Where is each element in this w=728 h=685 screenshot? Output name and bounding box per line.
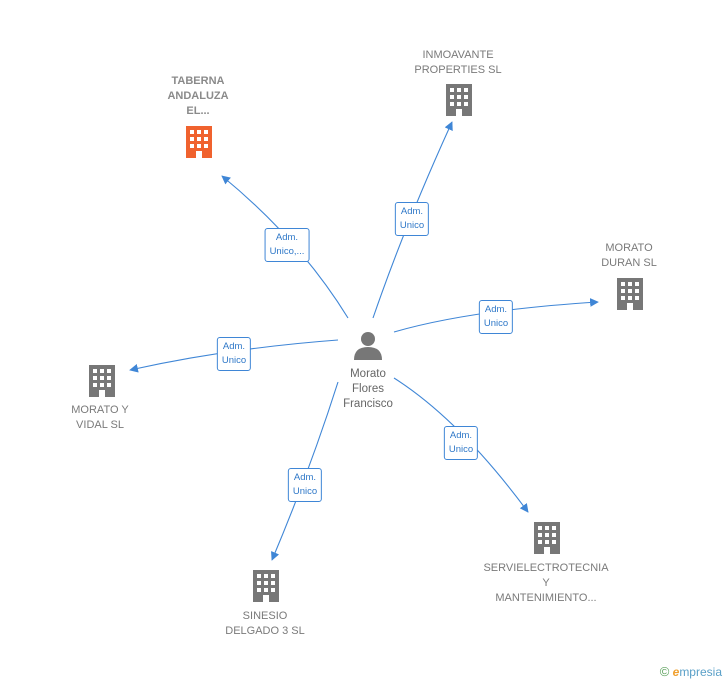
company-label-servielectrotecnia[interactable]: SERVIELECTROTECNIA Y MANTENIMIENTO... <box>483 562 609 604</box>
relation-label-sinesio: Adm. Unico <box>287 468 323 502</box>
relation-label-morato-vidal: Adm. Unico <box>216 337 252 371</box>
relation-label-servielectrotecnia: Adm. Unico <box>443 426 479 460</box>
company-label-morato-vidal[interactable]: MORATO Y VIDAL SL <box>71 404 129 431</box>
company-label-taberna[interactable]: TABERNA ANDALUZA EL... <box>167 75 229 117</box>
copyright-icon: © <box>659 664 670 679</box>
company-label-sinesio[interactable]: SINESIO DELGADO 3 SL <box>225 610 305 637</box>
relation-label-inmoavante: Adm. Unico <box>394 202 430 236</box>
building-icon-morato-vidal <box>89 365 115 397</box>
center-person-label[interactable]: Morato Flores Francisco <box>343 368 393 410</box>
relation-label-morato-duran: Adm. Unico <box>478 300 514 334</box>
company-label-morato-duran[interactable]: MORATO DURAN SL <box>601 242 657 269</box>
building-icon-sinesio <box>253 570 279 602</box>
brand-logo: © empresia <box>660 664 722 679</box>
brand-name: mpresia <box>679 665 722 679</box>
person-icon <box>354 332 382 360</box>
brand-initial: e <box>672 665 680 679</box>
building-icon-taberna <box>186 126 212 158</box>
building-icon-inmoavante <box>446 84 472 116</box>
relation-label-taberna: Adm. Unico,... <box>264 228 310 262</box>
building-icon-servielectrotecnia <box>534 522 560 554</box>
company-label-inmoavante[interactable]: INMOAVANTE PROPERTIES SL <box>414 49 502 76</box>
building-icon-morato-duran <box>617 278 643 310</box>
